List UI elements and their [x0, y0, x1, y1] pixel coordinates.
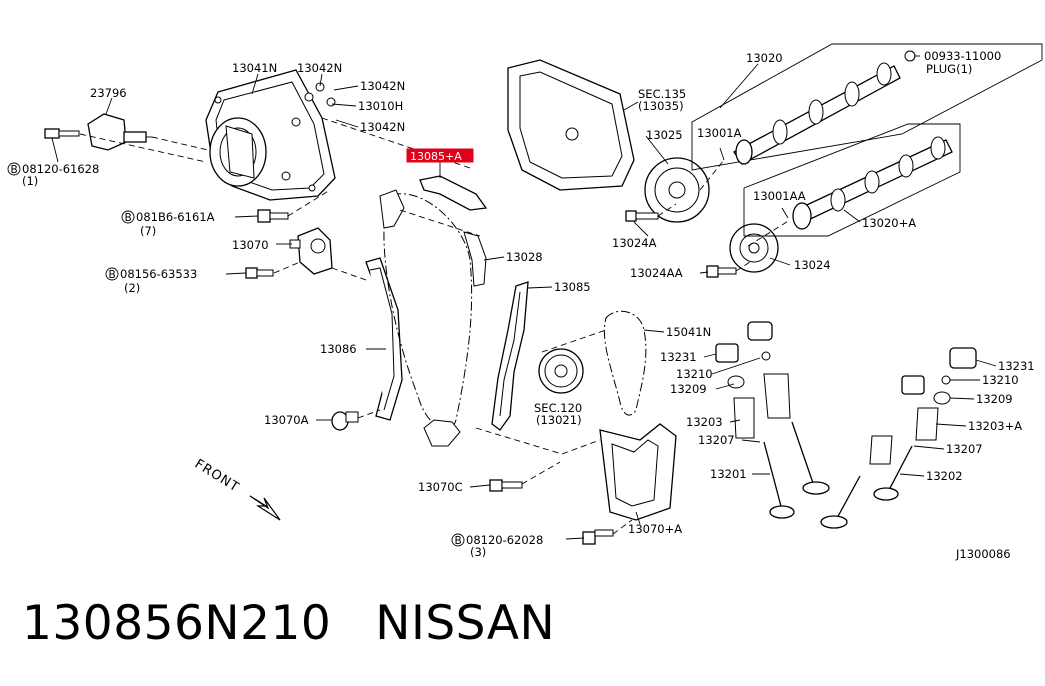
label-13041N: 13041N	[232, 61, 277, 75]
valve-train-left	[715, 321, 830, 519]
bolt-13024A	[625, 210, 659, 222]
camshaft-13020	[733, 62, 901, 165]
chain-tensioner-13070	[289, 227, 333, 275]
label-15041N: 15041N	[666, 325, 711, 339]
camshaft-13020-box	[691, 43, 1043, 171]
label-sec135: SEC.135	[638, 87, 686, 101]
label-08120-61628: 08120-61628	[22, 162, 99, 176]
highlight-code: 13085+A	[410, 150, 462, 163]
bolt-13070A	[331, 411, 359, 431]
label-08120-62028-qty: (3)	[470, 545, 486, 559]
vtc-sprocket-13025	[644, 157, 710, 223]
label-08120-62028: 08120-62028	[466, 533, 543, 547]
bolt-081B6-6161A	[257, 209, 289, 223]
label-13025: 13025	[646, 128, 683, 142]
label-13201: 13201	[710, 467, 747, 481]
label-13020A: 13020+A	[862, 216, 916, 230]
label-13070C: 13070C	[418, 480, 463, 494]
label-00933-11000: 00933-11000	[924, 49, 1001, 63]
chain-link-13028	[463, 231, 487, 287]
front-cover-assembly	[205, 69, 336, 201]
label-13042N: 13042N	[360, 79, 405, 93]
timing-chain-primary	[383, 193, 473, 430]
seal-ring	[326, 97, 336, 107]
label-13001A: 13001A	[697, 126, 742, 140]
label-13210: 13210	[982, 373, 1019, 387]
label-13042N: 13042N	[297, 61, 342, 75]
cam-position-sensor	[87, 113, 152, 151]
seal-ring	[304, 92, 314, 102]
label-sec120: SEC.120	[534, 401, 582, 415]
highlighted-part-callout: 13085+A	[406, 148, 474, 163]
brand-name: NISSAN	[375, 596, 556, 651]
label-081B6-6161A-qty: (7)	[140, 224, 156, 238]
label-13024AA: 13024AA	[630, 266, 683, 280]
label-081B6-6161A: 081B6-6161A	[136, 210, 215, 224]
bolt-marker: B	[451, 533, 465, 547]
front-direction-indicator: FRONT	[192, 457, 281, 521]
bolt-08120-61628	[44, 128, 80, 139]
bolt-marker: B	[105, 267, 119, 281]
bolt-13070C	[489, 479, 523, 492]
label-13070: 13070	[232, 238, 269, 252]
label-13028: 13028	[506, 250, 543, 264]
label-08156-63533: 08156-63533	[120, 267, 197, 281]
oil-pump-chain-15041N	[603, 310, 647, 416]
crank-sprocket-sec120	[538, 348, 584, 394]
label-13020: 13020	[746, 51, 783, 65]
bolt-13024AA	[706, 265, 737, 278]
label-plug: PLUG(1)	[926, 62, 972, 76]
label-13070A: 13070A	[264, 413, 309, 427]
camshaft-13020A	[792, 136, 953, 230]
label-13024A: 13024A	[612, 236, 657, 250]
part-number: 130856N210	[22, 596, 332, 651]
label-13207: 13207	[946, 442, 983, 456]
svg-text:B: B	[455, 535, 462, 547]
label-13209: 13209	[670, 382, 707, 396]
chain-sprocket-top	[379, 189, 405, 229]
seal-ring	[315, 82, 325, 92]
chain-link-bottom	[423, 419, 461, 447]
bolt-08156-63533	[245, 267, 274, 279]
label-13202: 13202	[926, 469, 963, 483]
camshaft-13020A-box	[743, 123, 961, 237]
label-23796: 23796	[90, 86, 127, 100]
label-13207: 13207	[698, 433, 735, 447]
label-sec135-sub: (13035)	[638, 99, 684, 113]
label-13010H: 13010H	[358, 99, 403, 113]
label-08120-61628-qty: (1)	[22, 174, 38, 188]
bolt-08120-62028	[582, 529, 614, 545]
label-13085: 13085	[554, 280, 591, 294]
valve-train-right	[820, 347, 977, 529]
label-13209: 13209	[976, 392, 1013, 406]
cam-cover-sec135	[507, 59, 635, 191]
label-13210: 13210	[676, 367, 713, 381]
bolt-marker: B	[121, 210, 135, 224]
lower-guide-13070A-plus	[599, 423, 677, 521]
front-arrow-icon	[249, 495, 281, 521]
diagram-code: J1300086	[955, 547, 1011, 561]
label-13203A: 13203+A	[968, 419, 1022, 433]
label-13024: 13024	[794, 258, 831, 272]
exhaust-sprocket-13024	[729, 223, 779, 273]
svg-text:B: B	[125, 212, 132, 224]
label-sec120-sub: (13021)	[536, 413, 582, 427]
label-08156-63533-qty: (2)	[124, 281, 140, 295]
label-13231: 13231	[998, 359, 1035, 373]
svg-text:B: B	[11, 164, 18, 176]
label-13042N: 13042N	[360, 120, 405, 134]
label-13070A-plus: 13070+A	[628, 522, 682, 536]
label-13231: 13231	[660, 350, 697, 364]
part-footer: 130856N210 NISSAN	[22, 596, 555, 651]
label-13001AA: 13001AA	[753, 189, 806, 203]
tension-guide-13085A	[419, 175, 488, 211]
label-13203: 13203	[686, 415, 723, 429]
highlight-box	[406, 148, 474, 163]
svg-text:B: B	[109, 269, 116, 281]
label-13086: 13086	[320, 342, 357, 356]
plug-00933	[904, 50, 916, 62]
front-label: FRONT	[192, 457, 242, 496]
bolt-marker: B	[7, 162, 21, 176]
